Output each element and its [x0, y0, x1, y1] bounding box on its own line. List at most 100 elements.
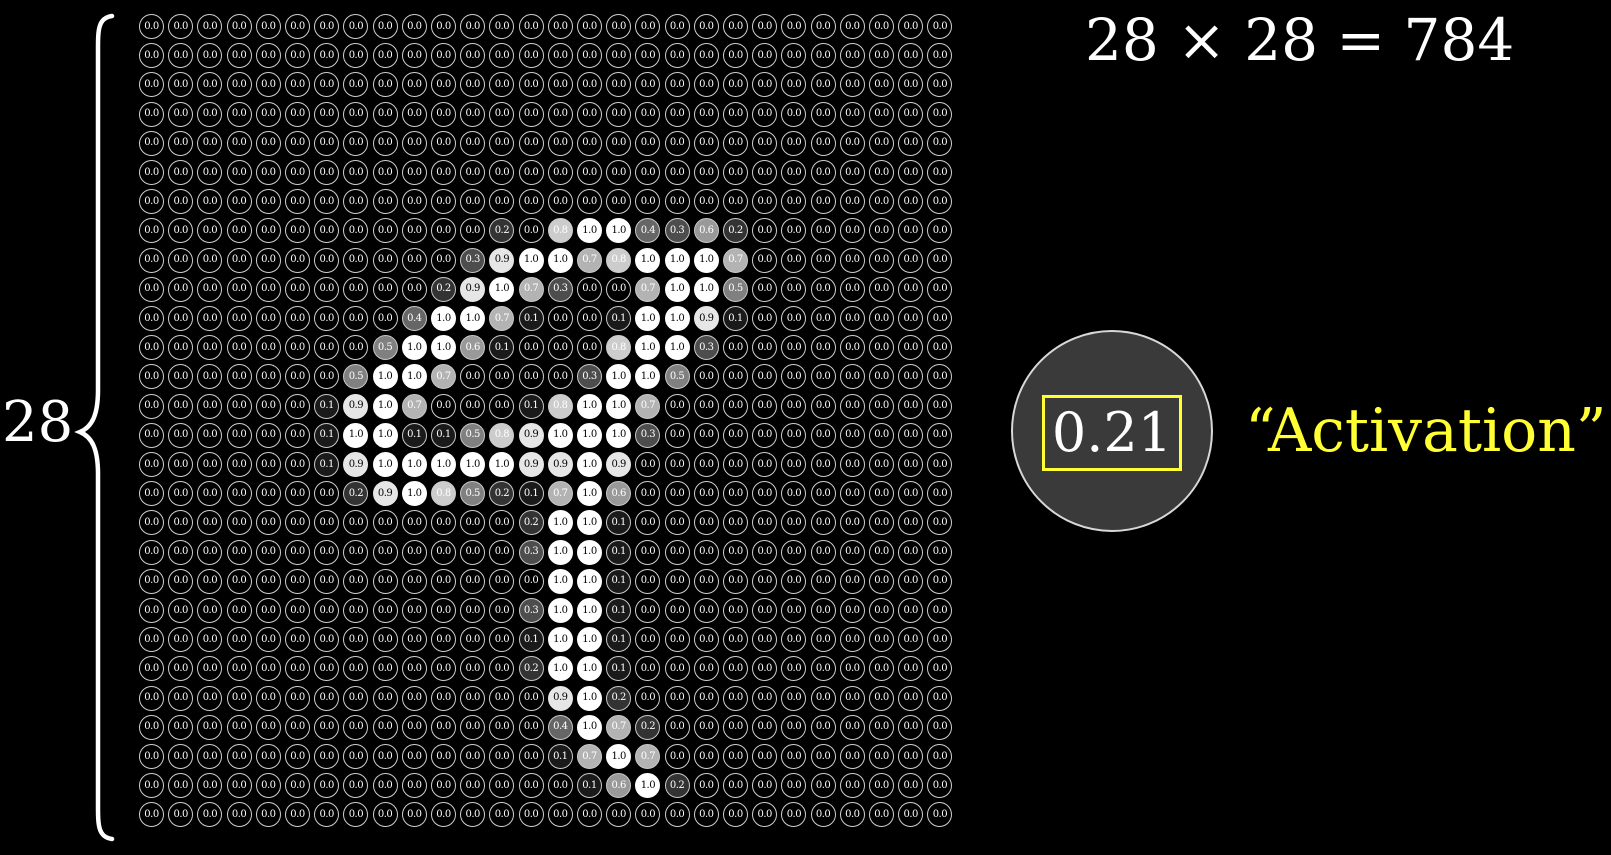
pixel-cell: 0.0 [693, 773, 719, 799]
pixel-cell: 0.0 [839, 598, 865, 623]
pixel-cell: 0.0 [401, 627, 427, 653]
pixel-cell: 0.0 [314, 744, 340, 769]
pixel-cell: 0.0 [752, 14, 778, 39]
pixel-cell: 0.0 [869, 247, 894, 273]
pixel-cell: 0.0 [839, 393, 865, 419]
pixel-cell: 0.9 [518, 452, 544, 477]
pixel-cell: 0.0 [431, 627, 456, 653]
pixel-cell: 0.0 [752, 481, 778, 507]
pixel-cell: 0.0 [226, 802, 252, 828]
pixel-cell: 0.0 [635, 130, 661, 156]
pixel-cell: 0.0 [401, 130, 427, 156]
pixel-cell: 0.0 [810, 714, 836, 740]
pixel-cell: 0.0 [577, 101, 602, 127]
pixel-cell: 0.0 [664, 130, 690, 156]
pixel-cell: 0.0 [139, 422, 164, 448]
pixel-cell: 0.0 [723, 481, 748, 507]
pixel-cell: 0.0 [664, 481, 690, 507]
pixel-cell: 0.0 [401, 656, 427, 682]
pixel-cell: 0.0 [197, 627, 223, 653]
pixel-cell: 0.0 [927, 802, 953, 828]
pixel-cell: 0.0 [226, 598, 252, 623]
pixel-cell: 0.0 [752, 130, 778, 156]
pixel-cell: 0.0 [285, 72, 310, 98]
pixel-cell: 0.0 [197, 306, 223, 331]
pixel-cell: 0.0 [723, 335, 748, 361]
pixel-cell: 0.0 [810, 744, 836, 769]
pixel-cell: 0.0 [255, 43, 281, 69]
pixel-cell: 0.0 [869, 160, 894, 185]
pixel-cell: 0.0 [869, 364, 894, 390]
pixel-cell: 0.0 [460, 130, 486, 156]
pixel-cell: 0.0 [664, 714, 690, 740]
pixel-cell: 0.0 [752, 218, 778, 244]
pixel-cell: 0.0 [781, 685, 807, 711]
pixel-cell: 0.0 [869, 43, 894, 69]
pixel-cell: 0.0 [752, 335, 778, 361]
pixel-cell: 1.0 [547, 627, 573, 653]
pixel-cell: 0.0 [197, 130, 223, 156]
pixel-cell: 0.0 [372, 247, 398, 273]
pixel-cell: 0.0 [839, 306, 865, 331]
pixel-cell: 0.0 [635, 627, 661, 653]
pixel-cell: 0.0 [139, 14, 164, 39]
pixel-cell: 0.0 [810, 43, 836, 69]
pixel-cell: 0.7 [635, 744, 661, 769]
pixel-cell: 0.0 [401, 101, 427, 127]
pixel-cell: 0.0 [869, 568, 894, 594]
pixel-cell: 0.3 [518, 539, 544, 565]
pixel-cell: 0.0 [869, 72, 894, 98]
pixel-cell: 0.0 [781, 364, 807, 390]
pixel-cell: 0.0 [635, 452, 661, 477]
pixel-cell: 0.0 [197, 101, 223, 127]
pixel-cell: 0.0 [168, 539, 194, 565]
pixel-cell: 0.0 [781, 802, 807, 828]
pixel-cell: 1.0 [664, 306, 690, 331]
pixel-cell: 0.0 [226, 189, 252, 215]
pixel-cell: 0.0 [372, 598, 398, 623]
pixel-cell: 0.0 [869, 773, 894, 799]
pixel-cell: 0.0 [489, 364, 515, 390]
pixel-cell: 0.0 [372, 101, 398, 127]
pixel-cell: 0.0 [810, 247, 836, 273]
pixel-cell: 0.0 [139, 72, 164, 98]
pixel-cell: 0.0 [197, 685, 223, 711]
pixel-cell: 1.0 [577, 714, 602, 740]
pixel-cell: 0.0 [635, 510, 661, 536]
pixel-cell: 1.0 [547, 598, 573, 623]
pixel-cell: 0.0 [255, 481, 281, 507]
pixel-cell: 0.0 [489, 510, 515, 536]
pixel-cell: 0.0 [664, 568, 690, 594]
pixel-cell: 0.0 [518, 744, 544, 769]
pixel-cell: 0.1 [606, 510, 632, 536]
pixel-cell: 0.0 [460, 393, 486, 419]
pixel-cell: 0.0 [781, 481, 807, 507]
pixel-cell: 0.0 [431, 218, 456, 244]
pixel-cell: 1.0 [664, 335, 690, 361]
pixel-cell: 0.0 [518, 802, 544, 828]
pixel-cell: 0.5 [723, 276, 748, 302]
pixel-cell: 0.0 [606, 14, 632, 39]
pixel-cell: 0.0 [343, 685, 369, 711]
pixel-cell: 0.0 [343, 568, 369, 594]
pixel-cell: 0.0 [285, 335, 310, 361]
pixel-cell: 0.0 [927, 452, 953, 477]
pixel-cell: 1.0 [577, 481, 602, 507]
pixel-cell: 0.1 [518, 306, 544, 331]
pixel-cell: 0.0 [898, 539, 924, 565]
pixel-cell: 0.7 [635, 276, 661, 302]
pixel-cell: 0.0 [343, 130, 369, 156]
pixel-cell: 0.0 [693, 802, 719, 828]
pixel-cell: 0.0 [810, 685, 836, 711]
pixel-cell: 0.0 [285, 364, 310, 390]
pixel-cell: 0.0 [285, 481, 310, 507]
pixel-cell: 0.0 [139, 276, 164, 302]
pixel-cell: 0.0 [431, 14, 456, 39]
pixel-cell: 0.0 [489, 656, 515, 682]
pixel-cell: 0.0 [460, 14, 486, 39]
pixel-cell: 0.0 [781, 744, 807, 769]
pixel-cell: 0.0 [489, 14, 515, 39]
pixel-cell: 0.0 [898, 744, 924, 769]
pixel-cell: 0.0 [898, 422, 924, 448]
pixel-cell: 0.0 [226, 306, 252, 331]
